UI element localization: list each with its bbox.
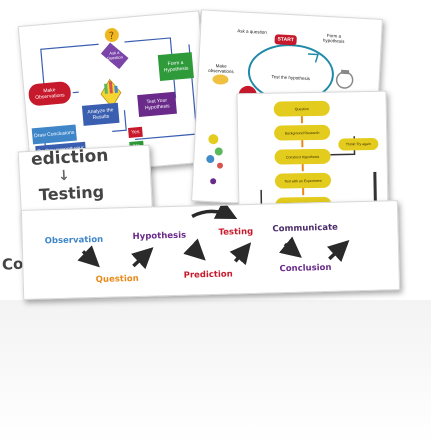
svg-text:?: ? <box>109 31 115 42</box>
partial-testing-text: Testing <box>38 182 105 205</box>
banner-conclusion: Conclusion <box>279 262 332 275</box>
banner-testing: Testing <box>218 226 254 238</box>
cycle-start-label: START <box>277 36 294 44</box>
partial-prediction-text: ediction <box>30 145 109 170</box>
flow-make-observations: Make Observations <box>27 80 72 107</box>
banner-hypothesis: Hypothesis <box>132 230 187 243</box>
scientific-method-banner: Observation Hypothesis Testing Communica… <box>20 200 401 300</box>
banner-prediction: Prediction <box>183 269 233 281</box>
vertical-node-question: Question <box>273 100 330 117</box>
partial-arrow: ↓ <box>57 167 71 185</box>
cycle-start-badge: START <box>274 34 297 46</box>
flow-draw-label: Draw Conclusions <box>33 129 75 140</box>
banner-communicate: Communicate <box>272 222 339 235</box>
vertical-node-experiment: Test with an Experiment <box>274 172 332 189</box>
floor-reflection <box>0 300 431 445</box>
flow-test-hypothesis: Test Your Hypothesis <box>137 91 177 117</box>
banner-observation: Observation <box>44 234 104 247</box>
flow-yes-box: Yes <box>128 126 143 138</box>
cycle-form-label: Form a hypothesis <box>322 32 345 44</box>
banner-question: Question <box>95 273 139 286</box>
vertical-node-hypothesis: Construct Hypothesis <box>274 148 331 165</box>
cycle-make-label: Make observations <box>208 63 234 75</box>
flowchart-card: ? Ask a Question Form a Hypothesis Make … <box>17 10 213 178</box>
banner-arrows <box>77 201 350 270</box>
vertical-side-node: Think! Try again <box>338 137 379 151</box>
flow-test-label: Test Your Hypothesis <box>144 97 170 112</box>
flow-analyze-results: Analyze the Results <box>81 102 120 126</box>
vertical-node-research: Background Research <box>274 124 331 141</box>
flow-form-hypothesis: Form a Hypothesis <box>157 52 194 82</box>
flow-ask-label: Ask a Question <box>106 50 124 62</box>
flow-yes-label: Yes <box>131 129 140 136</box>
flow-analyze-label: Analyze the Results <box>87 107 114 122</box>
flow-make-label: Make Observations <box>35 87 65 101</box>
flow-form-label: Form a Hypothesis <box>163 59 189 74</box>
